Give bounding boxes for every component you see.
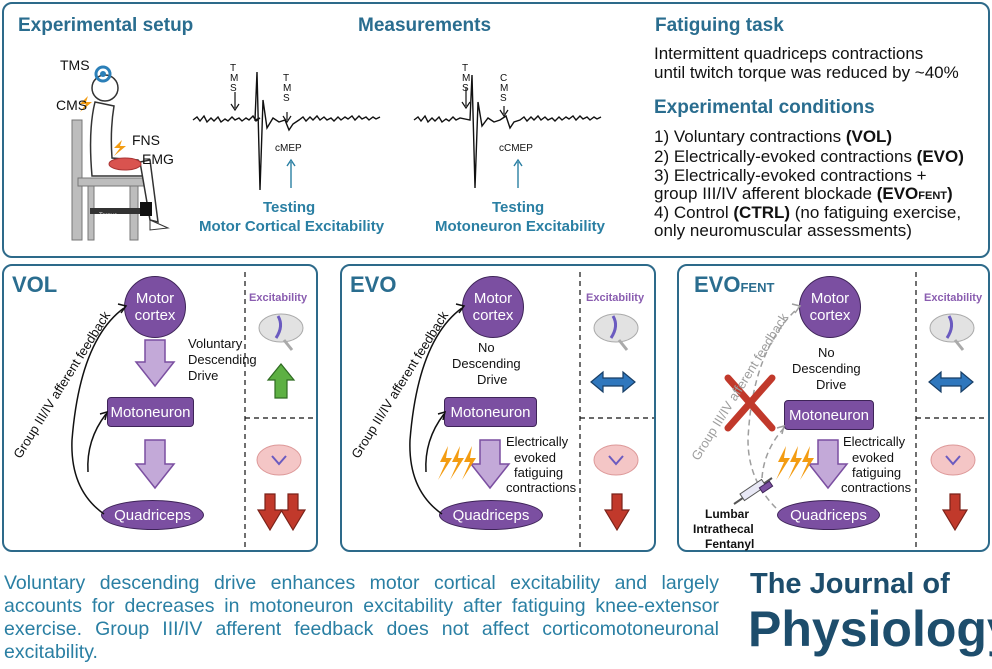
condition-3-line1: 3) Electrically-evoked contractions +: [654, 166, 927, 185]
condition-4-line2: only neuromuscular assessments): [654, 221, 912, 240]
fatiguing-line2: until twitch torque was reduced by ~40%: [654, 63, 959, 82]
torque-label: Torque: [99, 213, 118, 219]
evo-motor-cortex: Motor cortex: [462, 276, 524, 338]
ccmep-label: cCMEP: [499, 143, 533, 154]
evo-drive-line2: Descending: [452, 356, 521, 371]
vol-drive-line1: Voluntary: [188, 336, 243, 351]
evofent-title: EVOFENT: [694, 272, 775, 297]
cmep-label: cMEP: [275, 143, 302, 154]
condition-4-line1: 4) Control (CTRL) (no fatiguing exercise…: [654, 203, 962, 222]
trace1-testing: Testing: [263, 199, 316, 216]
evo-motoneuron: Motoneuron: [444, 397, 537, 427]
condition-2: 2) Electrically-evoked contractions (EVO…: [654, 147, 964, 166]
evo-evoked-line3: fatiguing: [514, 465, 564, 480]
fatiguing-line1: Intermittent quadriceps contractions: [654, 44, 924, 63]
evofent-evoked-line3: fatiguing: [852, 465, 902, 480]
evo-arrows: [409, 272, 654, 548]
trace2-stim-b: C M S: [500, 73, 509, 104]
trace2-what: Motoneuron Excitability: [435, 218, 606, 235]
emg-trace-motor-cortex: [192, 71, 381, 191]
evofent-excitability-label: Excitability: [924, 292, 983, 304]
evofent-motor-cortex: Motor cortex: [799, 276, 861, 338]
fentanyl-line1: Lumbar: [705, 507, 750, 521]
trace1-stim-a: T M S: [230, 63, 239, 94]
measurements-title: Measurements: [358, 15, 492, 36]
conditions-title: Experimental conditions: [654, 97, 875, 118]
emg-label: EMG: [142, 151, 174, 167]
vol-drive-line3: Drive: [188, 368, 219, 383]
vol-motor-cortex: Motor cortex: [124, 276, 186, 338]
evofent-arrows: [724, 272, 988, 548]
fentanyl-line3: Fentanyl: [705, 537, 755, 551]
evofent-evoked-line2: evoked: [852, 450, 894, 465]
condition-1: 1) Voluntary contractions (VOL): [654, 127, 893, 146]
evofent-quadriceps: Quadriceps: [777, 500, 880, 530]
evo-drive-line1: No: [478, 340, 495, 355]
evo-drive-line3: Drive: [477, 372, 508, 387]
evofent-drive-line2: Descending: [792, 361, 861, 376]
evofent-motoneuron: Motoneuron: [784, 400, 874, 430]
vol-arrows: [71, 272, 316, 548]
summary-text: Voluntary descending drive enhances moto…: [4, 572, 719, 663]
emg-trace-motoneuron: [413, 74, 602, 189]
fatiguing-title: Fatiguing task: [655, 15, 784, 36]
seated-subject-illustration: [71, 65, 170, 241]
cms-label: CMS: [56, 97, 88, 113]
fns-label: FNS: [132, 132, 160, 148]
evofent-evoked-line4: contractions: [841, 480, 912, 495]
condition-3-line2: group III/IV afferent blockade (EVOFENT): [654, 184, 953, 203]
top-panel: [2, 2, 990, 258]
trace2-stim-a: T M S: [462, 63, 471, 94]
vol-drive-line2: Descending: [188, 352, 257, 367]
evo-evoked-line4: contractions: [506, 480, 577, 495]
vol-motoneuron: Motoneuron: [107, 397, 194, 427]
trace2-testing: Testing: [492, 199, 545, 216]
tms-label: TMS: [60, 57, 90, 73]
trace1-stim-b: T M S: [283, 73, 292, 104]
trace1-what: Motor Cortical Excitability: [199, 218, 385, 235]
evo-evoked-line1: Electrically: [506, 434, 569, 449]
evo-title: EVO: [350, 272, 397, 297]
evo-excitability-label: Excitability: [586, 292, 645, 304]
fentanyl-line2: Intrathecal: [693, 522, 754, 536]
setup-title: Experimental setup: [18, 15, 194, 36]
evofent-evoked-line1: Electrically: [843, 434, 906, 449]
journal-name-line1: The Journal of: [750, 568, 950, 600]
journal-name-line2: Physiology: [748, 601, 992, 657]
evo-evoked-line2: evoked: [514, 450, 556, 465]
evofent-drive-line3: Drive: [816, 377, 847, 392]
vol-excitability-label: Excitability: [249, 292, 308, 304]
evofent-drive-line1: No: [818, 345, 835, 360]
vol-title: VOL: [12, 272, 58, 297]
evo-quadriceps: Quadriceps: [439, 500, 543, 530]
vol-quadriceps: Quadriceps: [101, 500, 204, 530]
